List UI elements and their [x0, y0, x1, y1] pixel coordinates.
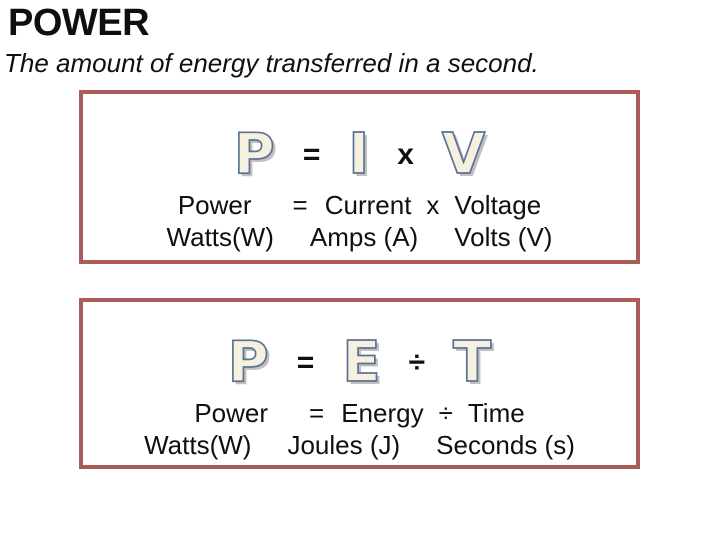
unit-joules: Joules (J) [287, 430, 401, 460]
wordart-letter-e: E [341, 330, 381, 395]
equals-sign: = [302, 138, 321, 171]
units-row: Watts(W) Amps (A) Volts (V) [83, 222, 636, 252]
words-row: Power = Energy ÷ Time [83, 399, 636, 427]
word-current: Current [324, 190, 412, 220]
units-row: Watts(W) Joules (J) Seconds (s) [83, 430, 636, 460]
wordart-letter-v: V [441, 122, 486, 187]
equals-sign: = [296, 346, 315, 379]
word-voltage: Voltage [454, 190, 542, 220]
formula-box-electrical-power: P = I x V Power = Current x Voltage Watt… [79, 90, 640, 264]
divide-sign: ÷ [438, 398, 453, 428]
wordart-letter-p: P [227, 330, 270, 395]
word-power: Power [194, 398, 269, 428]
wordart-letter-i: I [348, 122, 371, 187]
page-subtitle: The amount of energy transferred in a se… [4, 48, 539, 78]
equals-sign: = [309, 398, 325, 428]
formula-row: P = E ÷ T [83, 334, 636, 392]
multiply-sign: x [397, 138, 414, 171]
unit-watts: Watts(W) [166, 222, 274, 252]
word-time: Time [467, 398, 525, 428]
formula-box-energy-time: P = E ÷ T Power = Energy ÷ Time Watts(W)… [79, 298, 640, 469]
divide-sign: ÷ [408, 346, 426, 379]
unit-watts: Watts(W) [144, 430, 252, 460]
unit-volts: Volts (V) [454, 222, 553, 252]
page-title: POWER [8, 2, 150, 44]
multiply-sign: x [426, 190, 440, 220]
words-row: Power = Current x Voltage [83, 191, 636, 219]
wordart-letter-t: T [452, 330, 492, 395]
word-energy: Energy [341, 398, 424, 428]
equals-sign: = [292, 190, 308, 220]
unit-seconds: Seconds (s) [436, 430, 575, 460]
formula-row: P = I x V [83, 126, 636, 184]
wordart-letter-p: P [233, 122, 276, 187]
word-power: Power [177, 190, 252, 220]
unit-amps: Amps (A) [309, 222, 419, 252]
